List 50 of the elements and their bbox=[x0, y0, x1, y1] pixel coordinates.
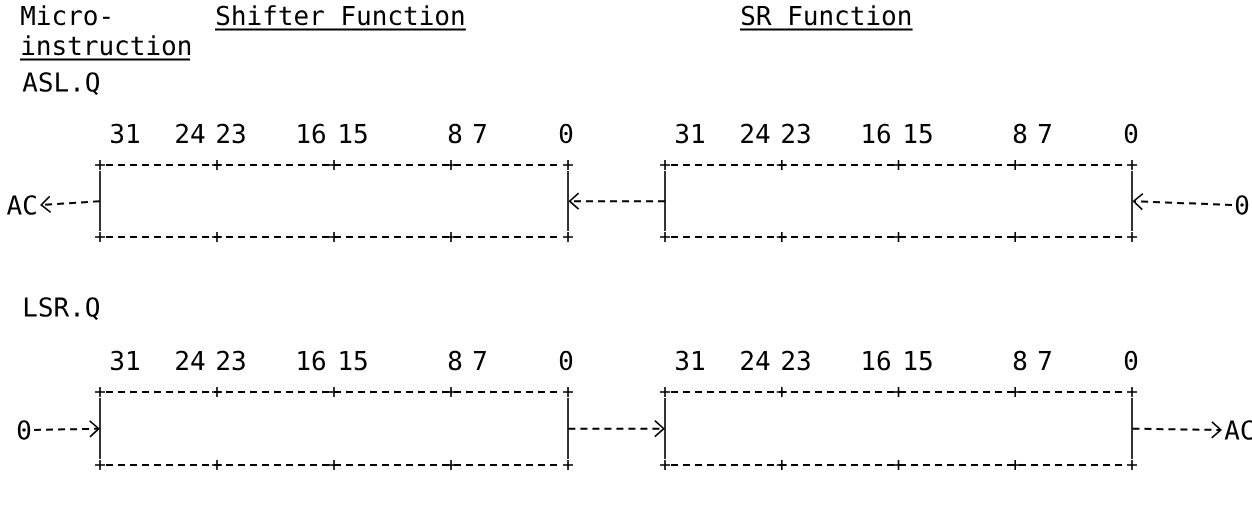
arrow bbox=[1132, 192, 1233, 211]
bit-number: 15 bbox=[340, 351, 367, 371]
bit-number: 23 bbox=[217, 350, 245, 371]
bit-number: 7 bbox=[1038, 351, 1051, 370]
bit-number: 24 bbox=[176, 350, 205, 370]
bit-number: 0 bbox=[1124, 123, 1138, 144]
arrow bbox=[567, 419, 665, 438]
register-box bbox=[659, 159, 1138, 243]
bit-number: 24 bbox=[176, 123, 205, 143]
bit-number: 0 bbox=[559, 123, 573, 144]
bit-number: 31 bbox=[676, 350, 704, 371]
instruction-name: LSR.Q bbox=[24, 297, 99, 320]
bit-number: 8 bbox=[1013, 123, 1027, 144]
bit-number: 8 bbox=[448, 350, 462, 371]
bit-number: 31 bbox=[676, 123, 704, 144]
column-heading: SR Function bbox=[739, 5, 914, 31]
bit-number: 23 bbox=[782, 123, 810, 144]
bit-number: 24 bbox=[741, 123, 770, 143]
bit-number: 31 bbox=[111, 123, 139, 144]
bit-number: 16 bbox=[863, 123, 890, 144]
bit-number: 8 bbox=[448, 123, 462, 144]
register-box bbox=[94, 386, 574, 471]
register-box bbox=[659, 386, 1138, 471]
bit-number: 0 bbox=[1124, 350, 1138, 371]
bit-number: 16 bbox=[863, 350, 890, 371]
column-heading: Micro- instruction bbox=[19, 5, 191, 61]
bit-number: 7 bbox=[1038, 124, 1051, 143]
bit-number: 15 bbox=[340, 124, 367, 144]
register-name: 0 bbox=[17, 420, 31, 440]
arrow bbox=[568, 192, 666, 210]
bit-number: 24 bbox=[741, 350, 770, 370]
register-name: AC bbox=[6, 195, 36, 215]
bit-number: 31 bbox=[111, 350, 139, 371]
arrow bbox=[33, 420, 100, 438]
bit-number: 15 bbox=[905, 124, 932, 144]
instruction-name: ASL.Q bbox=[22, 72, 99, 95]
arrow bbox=[1131, 421, 1222, 439]
bit-number: 16 bbox=[298, 350, 325, 371]
register-box bbox=[94, 159, 574, 243]
bit-number: 23 bbox=[782, 350, 810, 371]
bit-number: 16 bbox=[298, 123, 325, 144]
bit-number: 7 bbox=[473, 124, 486, 143]
bit-number: 7 bbox=[473, 351, 486, 370]
arrow bbox=[40, 195, 101, 214]
bit-number: 23 bbox=[217, 123, 245, 144]
bit-number: 15 bbox=[905, 351, 932, 371]
register-name: 0 bbox=[1235, 195, 1249, 215]
bit-number: 0 bbox=[559, 350, 573, 371]
bit-number: 8 bbox=[1013, 350, 1027, 371]
column-heading: Shifter Function bbox=[214, 5, 467, 31]
